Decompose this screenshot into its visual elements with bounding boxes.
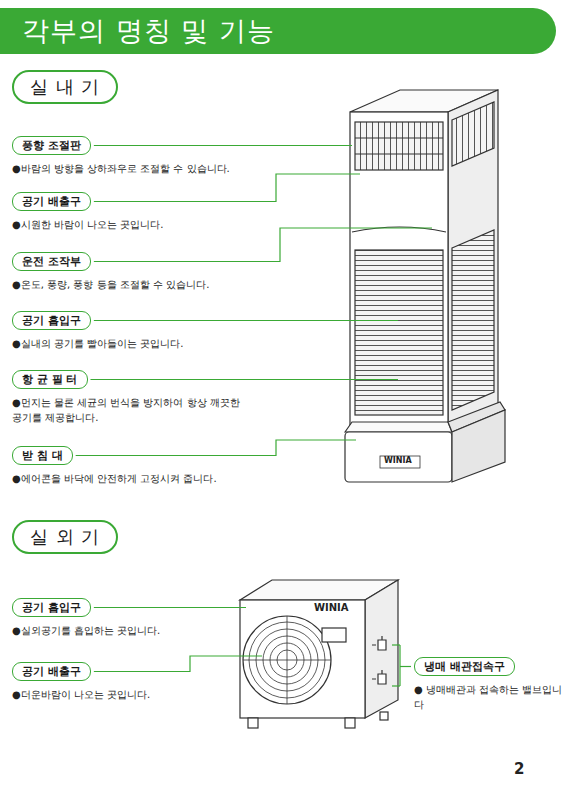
part-name: 공기 흡입구 [12,311,91,330]
brand-label: WINIA [314,603,349,613]
part-callout: 공기 흡입구 ●실내의 공기를 빨아들이는 곳입니다. [12,309,342,351]
leader-line [91,379,399,380]
part-callout: 항 균 필 터 ●먼지는 물론 세균의 번식을 방지하여 항상 깨끗한 공기를 제… [12,368,252,425]
page-number: 2 [514,762,524,777]
part-callout: 공기 흡입구 ●실외공기를 흡입하는 곳입니다. [12,596,342,638]
title-banner: 각부의 명칭 및 기능 [0,8,556,54]
section-title: 실 내 기 [12,70,118,104]
section-header: 실 외 기 [12,520,118,554]
part-description: ●먼지는 물론 세균의 번식을 방지하여 항상 깨끗한 공기를 제공합니다. [12,395,252,425]
part-name: 운전 조작부 [12,252,91,271]
leader-line [76,440,356,456]
part-description: ●에어콘을 바닥에 안전하게 고정시켜 줍니다. [12,471,342,486]
part-callout: 공기 배출구 ●시원한 바람이 나오는 곳입니다. [12,190,342,232]
page-title: 각부의 명칭 및 기능 [0,13,275,49]
section-title: 실 외 기 [12,520,118,554]
part-callout: 공기 배출구 ●더운바람이 나오는 곳입니다. [12,660,342,702]
part-name: 받 침 대 [12,446,73,465]
part-name: 공기 배출구 [12,192,91,211]
section-header: 실 내 기 [12,70,118,104]
part-description: ●더운바람이 나오는 곳입니다. [12,687,342,702]
indoor-unit [345,90,505,482]
part-name: 공기 배출구 [12,662,91,681]
part-description: ●실외공기를 흡입하는 곳입니다. [12,623,342,638]
leader-line [94,320,398,321]
part-callout: 받 침 대 ●에어콘을 바닥에 안전하게 고정시켜 줍니다. [12,444,342,486]
part-description: ●바람의 방향을 상하좌우로 조절할 수 있습니다. [12,161,342,176]
brand-label: WINIA [384,457,412,465]
outdoor-unit [240,580,400,728]
part-description: ●시원한 바람이 나오는 곳입니다. [12,217,342,232]
leader-line [94,174,360,202]
leader-line [400,666,411,667]
part-callout: 냉매 배관접속구 ● 냉매배관과 접속하는 밸브입니다 [414,655,564,712]
part-name: 항 균 필 터 [12,370,88,389]
part-callout: 운전 조작부 ●온도, 풍량, 풍향 등을 조절할 수 있습니다. [12,250,342,292]
leader-line [94,607,246,608]
leader-line [94,228,432,262]
part-name: 공기 흡입구 [12,598,91,617]
part-description: ● 냉매배관과 접속하는 밸브입니다 [414,682,564,712]
leader-line [94,145,352,146]
leader-line [94,656,262,672]
part-name: 풍향 조절판 [12,136,91,155]
part-name: 냉매 배관접속구 [414,657,515,676]
part-description: ●실내의 공기를 빨아들이는 곳입니다. [12,336,342,351]
part-callout: 풍향 조절판 ●바람의 방향을 상하좌우로 조절할 수 있습니다. [12,134,342,176]
part-description: ●온도, 풍량, 풍향 등을 조절할 수 있습니다. [12,277,342,292]
